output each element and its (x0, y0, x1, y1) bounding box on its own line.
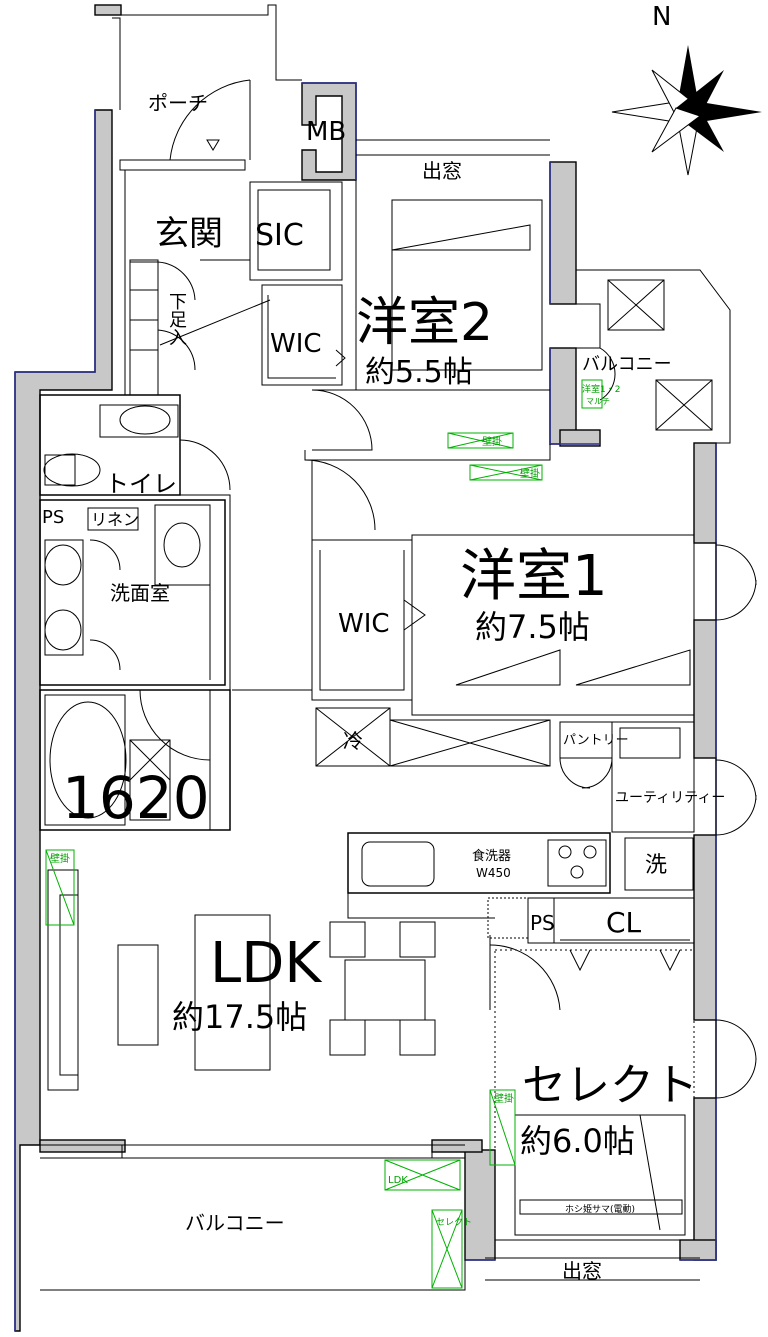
dishwasher-label: 食洗器 (472, 848, 511, 864)
wall-mount-select-text: 壁掛 (494, 1092, 514, 1105)
bay-window-top-label: 出窓 (422, 159, 462, 183)
wall-mount-2-label: 壁掛 (520, 467, 540, 480)
washroom-label: 洗面室 (110, 581, 170, 605)
western2-size: 約5.5帖 (365, 355, 473, 390)
compass-icon (611, 45, 762, 176)
select-room (485, 949, 757, 1281)
small-balcony (576, 269, 731, 444)
bay-window-bottom-label: 出窓 (562, 1259, 602, 1283)
storage (487, 897, 695, 1011)
wic2-label: WIC (270, 329, 322, 359)
linen-label: リネン (91, 510, 139, 529)
ldk-name: LDK (210, 931, 322, 996)
wall-mount-ldk-text: 壁掛 (50, 852, 70, 865)
western-room-2 (304, 139, 551, 461)
wic1-label: WIC (338, 609, 390, 639)
bath-label: 1620 (62, 764, 210, 832)
western12-label: 洋室1・2 (582, 383, 620, 395)
wall-mount-1-label: 壁掛 (482, 435, 502, 448)
kitchen-counter (347, 832, 694, 919)
wall-mount-select-label: 壁掛 (494, 1092, 514, 1105)
western-room-1 (232, 459, 757, 716)
porch-label: ポーチ (148, 91, 208, 115)
ldk-ac-label: LDK (388, 1175, 408, 1186)
pantry-label: パントリー (563, 733, 629, 748)
kitchen-back (315, 707, 757, 836)
large-balcony (40, 1145, 466, 1291)
sic-label: SIC (255, 218, 304, 253)
dishwasher-size-label: W450 (476, 866, 511, 880)
electric-curtain-label: ホシ姫サマ(電動) (565, 1203, 635, 1215)
western2-name: 洋室2 (356, 293, 493, 353)
labels: N ポーチ MB 玄関 SIC 下足入 洋室2 約5.5帖 WIC 出窓 バルコ… (42, 2, 725, 1283)
blue-outline (14, 82, 717, 1331)
multi-label: マルチ (586, 397, 610, 406)
ps1-label: PS (42, 507, 64, 528)
entrance-label: 玄関 (155, 214, 223, 254)
compass-label: N (652, 2, 671, 32)
western1-name: 洋室1 (460, 544, 608, 609)
fridge-label: 冷 (343, 729, 363, 753)
porch-area (112, 4, 302, 171)
ps2-label: PS (530, 911, 555, 935)
ldk-size: 約17.5帖 (172, 998, 307, 1036)
toilet-label: トイレ (105, 470, 177, 498)
balcony-large-label: バルコニー (185, 1211, 285, 1235)
ldk-furniture (40, 869, 465, 1146)
balcony-small-label: バルコニー (582, 354, 672, 375)
washer-label: 洗 (645, 853, 667, 878)
mb-label: MB (306, 117, 346, 147)
wall-mount-ldk-label: 壁掛 (50, 852, 70, 865)
select-name: セレクト (522, 1060, 698, 1111)
cl-label: CL (606, 906, 642, 939)
wet-area (39, 394, 231, 831)
western1-size: 約7.5帖 (475, 608, 590, 646)
utility-label: ユーティリティー (615, 790, 725, 806)
entrance-area (124, 170, 346, 396)
select-size: 約6.0帖 (520, 1122, 635, 1160)
select-ac-label: セレクト (436, 1217, 472, 1228)
annotations (45, 379, 603, 1289)
